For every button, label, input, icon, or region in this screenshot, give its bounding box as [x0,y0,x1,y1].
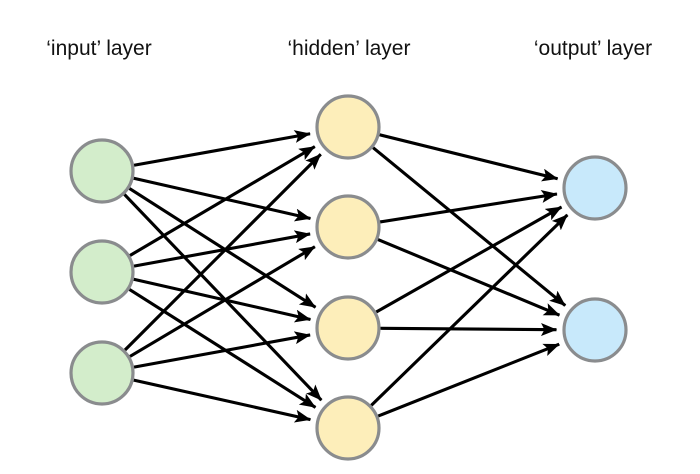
connection-h3-o1 [375,205,563,314]
node-hidden-2[interactable] [315,194,381,260]
connection-i2-h4 [128,288,317,409]
connection-i2-h2 [133,230,311,268]
node-hidden-1[interactable] [315,94,381,160]
connection-h3-o2 [380,323,558,337]
connection-i3-h2 [129,245,316,358]
hidden-label: ‘hidden’ layer [288,37,411,60]
connection-i1-h2 [133,176,312,222]
connection-i2-h1 [129,145,316,257]
layer-labels-group: ‘input’ layer ‘hidden’ layer ‘output’ laye… [46,37,652,60]
node-output-2[interactable] [562,297,628,363]
connection-h4-o1 [370,213,569,407]
output-label: ‘output’ layer [534,37,652,60]
connection-i1-h3 [128,187,317,309]
connection-i3-h3 [133,331,311,369]
connections-group [123,130,569,423]
connection-i2-h3 [133,277,312,323]
connection-i1-h1 [133,130,311,167]
node-hidden-4[interactable] [315,395,381,461]
nodes-group [69,94,628,461]
connection-i3-h1 [123,153,322,352]
node-output-1[interactable] [562,155,628,221]
connection-h2-o2 [377,238,561,317]
node-input-1[interactable] [69,138,135,204]
node-hidden-3[interactable] [315,295,381,361]
connection-h2-o1 [379,189,558,224]
connection-i3-h4 [133,378,312,423]
connection-h1-o1 [379,133,559,182]
node-input-2[interactable] [69,239,135,305]
node-input-3[interactable] [69,340,135,406]
connection-h4-o2 [377,342,560,418]
connection-i1-h4 [123,193,323,402]
input-label: ‘input’ layer [46,37,151,60]
connection-h1-o2 [372,146,567,307]
